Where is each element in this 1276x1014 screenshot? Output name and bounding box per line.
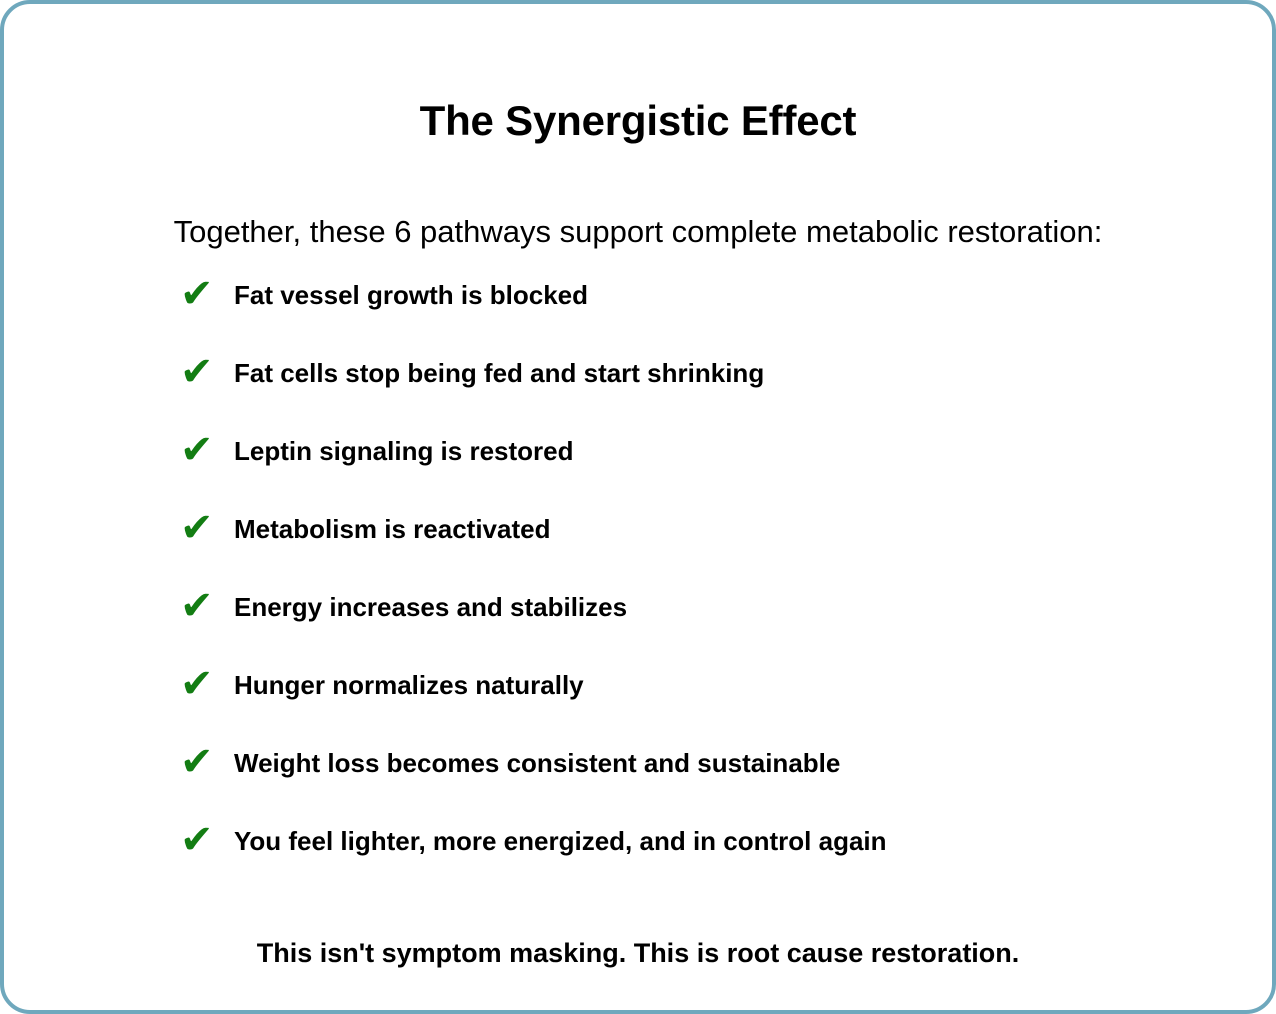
list-item-label: Metabolism is reactivated (234, 513, 551, 544)
list-item-label: Weight loss becomes consistent and susta… (234, 747, 841, 778)
check-icon: ✔ (180, 817, 214, 863)
list-item: ✔ Metabolism is reactivated (180, 490, 1232, 568)
list-item: ✔ Energy increases and stabilizes (180, 568, 1232, 646)
page-title: The Synergistic Effect (419, 97, 857, 145)
benefit-list: ✔ Fat vessel growth is blocked ✔ Fat cel… (180, 256, 1232, 880)
list-item-label: Leptin signaling is restored (234, 435, 574, 466)
list-item: ✔ Fat vessel growth is blocked (180, 256, 1232, 334)
check-icon: ✔ (180, 349, 214, 395)
list-item-label: You feel lighter, more energized, and in… (234, 825, 887, 856)
list-item: ✔ Fat cells stop being fed and start shr… (180, 334, 1232, 412)
list-item: ✔ You feel lighter, more energized, and … (180, 802, 1232, 880)
check-icon: ✔ (180, 505, 214, 551)
list-item-label: Hunger normalizes naturally (234, 669, 584, 700)
list-item: ✔ Hunger normalizes naturally (180, 646, 1232, 724)
list-item-label: Fat cells stop being fed and start shrin… (234, 357, 765, 388)
check-icon: ✔ (180, 661, 214, 707)
check-icon: ✔ (180, 427, 214, 473)
check-icon: ✔ (180, 583, 214, 629)
check-icon: ✔ (180, 271, 214, 317)
check-icon: ✔ (180, 739, 214, 785)
intro-text: Together, these 6 pathways support compl… (173, 214, 1103, 249)
list-item-label: Energy increases and stabilizes (234, 591, 628, 622)
list-item-label: Fat vessel growth is blocked (234, 279, 588, 310)
footer-statement: This isn't symptom masking. This is root… (256, 938, 1020, 968)
list-item: ✔ Leptin signaling is restored (180, 412, 1232, 490)
list-item: ✔ Weight loss becomes consistent and sus… (180, 724, 1232, 802)
